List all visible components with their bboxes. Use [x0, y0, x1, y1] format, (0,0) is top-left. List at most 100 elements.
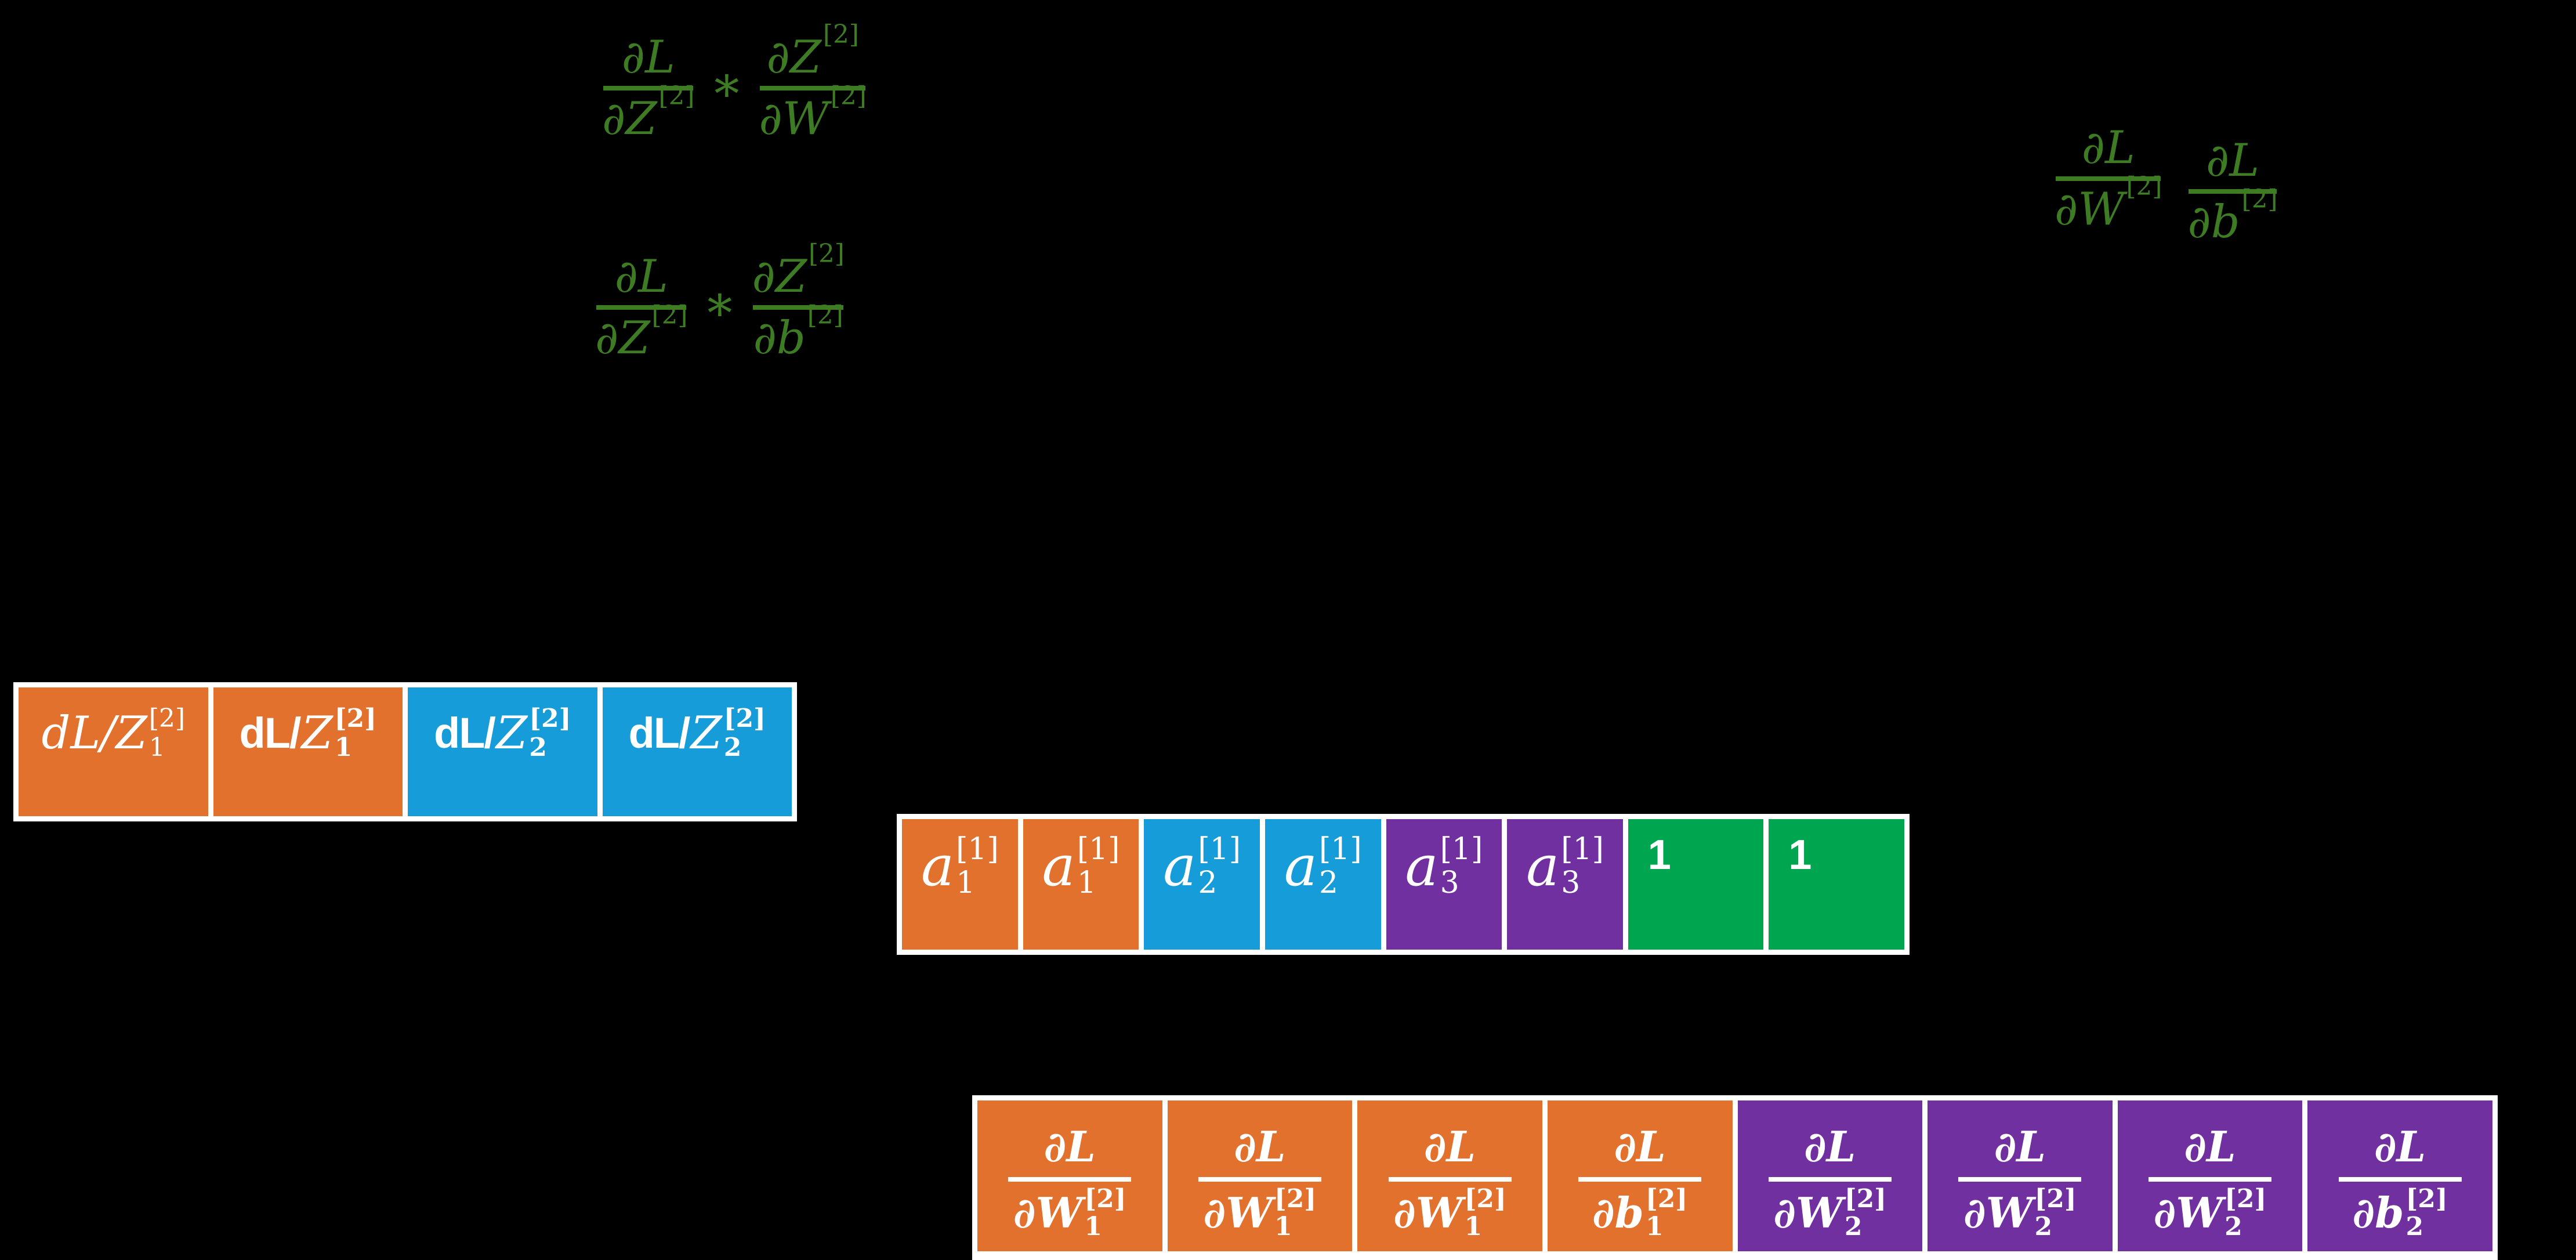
superscript: [2]	[2034, 1184, 2077, 1214]
superscript: [1]	[1077, 832, 1120, 867]
numerator: ∂Z[2]	[766, 22, 858, 80]
fraction-bar	[2189, 189, 2277, 194]
denominator: ∂W[2]2	[2154, 1186, 2267, 1240]
subscript: 3	[1561, 866, 1581, 900]
numerator: ∂L	[2206, 138, 2259, 183]
table-cell: ∂L ∂W[2]2	[2117, 1100, 2303, 1251]
math-text: ∂W	[1013, 1188, 1083, 1237]
table-cell: ∂L ∂W[2]2	[1928, 1100, 2113, 1251]
denominator: ∂W[2]1	[1393, 1186, 1506, 1240]
fraction-bar	[1388, 1177, 1512, 1182]
table-cell: dL/Z[2]1	[213, 687, 403, 816]
math-text: ∂W	[1963, 1188, 2033, 1237]
subscript: 2	[1844, 1212, 1863, 1241]
fraction-dl-dw: ∂L ∂W[2]	[2055, 115, 2162, 232]
subscript: 1	[956, 866, 976, 900]
math-text: Z	[115, 707, 147, 759]
math-text: ∂b	[1592, 1188, 1644, 1237]
denominator: ∂W[2]1	[1013, 1186, 1126, 1240]
script-stack: [2]1	[1646, 1186, 1687, 1240]
numerator: ∂L	[622, 35, 675, 80]
superscript: [2]	[529, 704, 571, 733]
subscript: 2	[2224, 1212, 2242, 1241]
subscript: 3	[1440, 866, 1459, 900]
numerator: ∂Z[2]	[752, 241, 844, 299]
math-text: ∂W	[1773, 1188, 1843, 1237]
numerator: ∂L	[1614, 1122, 1666, 1171]
superscript: [2]	[723, 704, 766, 733]
superscript: [2]	[334, 704, 376, 733]
multiply-operator: *	[714, 66, 740, 124]
numerator: ∂L	[1234, 1122, 1286, 1171]
math-text: Z	[690, 707, 722, 759]
fraction: ∂Z[2] ∂b[2]	[752, 241, 844, 361]
table-cell: 1	[1769, 819, 1904, 950]
superscript: [2]	[2224, 1184, 2267, 1214]
superscript: [1]	[1318, 832, 1362, 867]
superscript: [2]	[2405, 1184, 2448, 1214]
script-stack: [2]2	[1845, 1186, 1886, 1240]
math-text: a	[1526, 834, 1560, 899]
subscript: 1	[1077, 866, 1096, 900]
numerator: ∂L	[1994, 1122, 2046, 1171]
subscript: 1	[1084, 1212, 1102, 1241]
superscript: [2]	[1645, 1184, 1688, 1214]
fraction-bar	[1958, 1177, 2082, 1182]
gradients-row-table: ∂L ∂W[2]1 ∂L ∂W[2]1 ∂L ∂W[2]1 ∂L ∂b[2]1 …	[972, 1095, 2498, 1260]
math-text: a	[1284, 834, 1317, 899]
table-cell: a[1]2	[1144, 819, 1260, 950]
script-stack: [2]1	[1084, 1186, 1126, 1240]
math-text: Z	[301, 707, 333, 759]
denominator: ∂b[2]	[2187, 187, 2277, 245]
script-stack: [2]2	[2405, 1186, 2447, 1240]
math-text: a	[1163, 834, 1197, 899]
denominator: ∂b[2]2	[2353, 1186, 2448, 1240]
numerator: ∂L	[2082, 125, 2135, 171]
table-cell: ∂L ∂b[2]2	[2307, 1100, 2492, 1251]
script-stack: [2]1	[335, 706, 376, 761]
superscript: [2]	[1464, 1184, 1506, 1214]
subscript: 2	[1318, 866, 1339, 900]
superscript: [2]	[2241, 184, 2278, 215]
script-stack: [2]1	[1274, 1186, 1316, 1240]
subscript: 2	[2405, 1212, 2424, 1241]
table-cell: dL/Z[2]2	[408, 687, 597, 816]
math-text: dL/	[239, 709, 302, 757]
table-cell: dL/Z[2]2	[602, 687, 792, 816]
math-text: ∂L	[2081, 122, 2135, 174]
fraction: ∂L ∂Z[2]	[602, 24, 694, 142]
script-stack: [2]1	[1465, 1186, 1506, 1240]
math-text: ∂W	[1393, 1188, 1463, 1237]
subscript: 2	[723, 733, 742, 762]
numerator: ∂L	[615, 254, 668, 299]
fraction-bar	[603, 86, 694, 90]
table-cell: 1	[1628, 819, 1764, 950]
script-stack: [1]1	[1077, 834, 1120, 898]
table-cell: a[1]2	[1265, 819, 1381, 950]
fraction-bar	[1578, 1177, 1702, 1182]
math-text: a	[1405, 834, 1439, 899]
script-stack: [2]2	[2224, 1186, 2266, 1240]
table-cell: ∂L ∂W[2]1	[977, 1100, 1162, 1251]
denominator: ∂b[2]1	[1592, 1186, 1687, 1240]
math-text: ∂W	[1203, 1188, 1273, 1237]
activations-row-table: a[1]1 a[1]1 a[1]2 a[1]2 a[1]3 a[1]3 1 1	[897, 814, 1910, 955]
superscript: [1]	[1561, 832, 1604, 867]
subscript: 1	[1645, 1212, 1664, 1241]
subscript: 2	[2034, 1212, 2053, 1241]
math-text: dL/	[628, 709, 691, 757]
numerator: ∂L	[2184, 1122, 2236, 1171]
superscript: [2]	[148, 704, 186, 733]
superscript: [2]	[1084, 1184, 1126, 1214]
script-stack: [2]2	[724, 706, 766, 761]
fraction-bar	[1198, 1177, 1321, 1182]
fraction-bar	[753, 305, 843, 310]
fraction-bar	[2056, 176, 2161, 181]
superscript: [2]	[2126, 172, 2162, 202]
denominator: ∂W[2]	[759, 84, 866, 142]
script-stack: [2]1	[149, 706, 185, 761]
superscript: [2]	[651, 300, 688, 331]
denominator: ∂Z[2]	[595, 303, 687, 361]
numerator: ∂L	[2374, 1122, 2426, 1171]
